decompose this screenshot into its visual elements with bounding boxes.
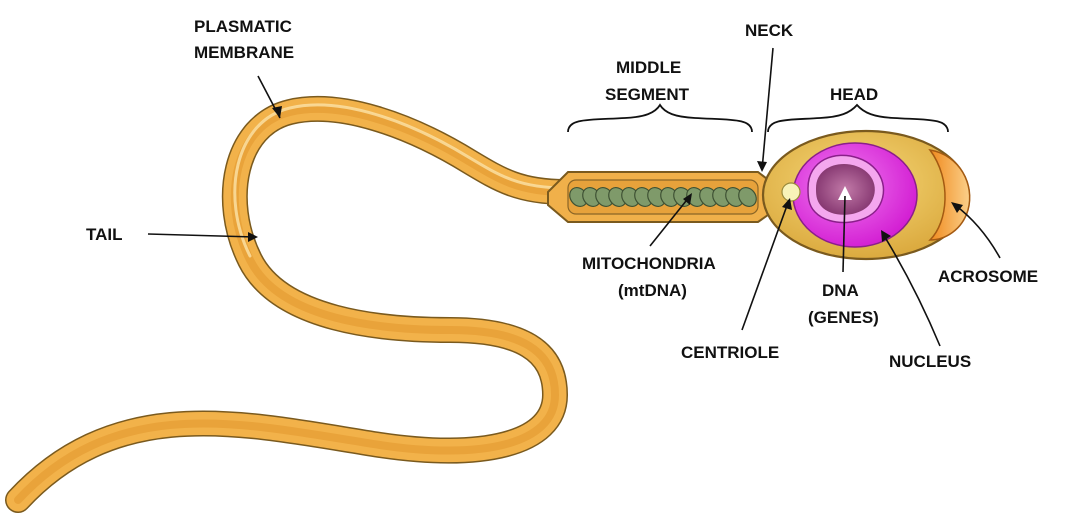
arrowhead-neck [757, 161, 767, 172]
middle-segment-brace [568, 105, 752, 132]
label-mitochondria-1: MITOCHONDRIA [582, 254, 716, 273]
label-mitochondria-2: (mtDNA) [618, 281, 687, 300]
pointer-neck [762, 48, 773, 170]
label-dna-1: DNA [822, 281, 859, 300]
label-plasmatic-membrane-1: PLASMATIC [194, 17, 292, 36]
head [763, 131, 970, 259]
label-head: HEAD [830, 85, 878, 104]
label-nucleus: NUCLEUS [889, 352, 971, 371]
label-tail: TAIL [86, 225, 123, 244]
middle-segment [548, 172, 775, 222]
label-acrosome: ACROSOME [938, 267, 1038, 286]
tail [18, 105, 565, 500]
label-neck: NECK [745, 21, 794, 40]
centriole-shape [782, 183, 800, 201]
label-middle-segment-1: MIDDLE [616, 58, 681, 77]
label-middle-segment-2: SEGMENT [605, 85, 690, 104]
label-centriole: CENTRIOLE [681, 343, 779, 362]
label-plasmatic-membrane-2: MEMBRANE [194, 43, 294, 62]
head-brace [768, 105, 948, 132]
label-dna-2: (GENES) [808, 308, 879, 327]
